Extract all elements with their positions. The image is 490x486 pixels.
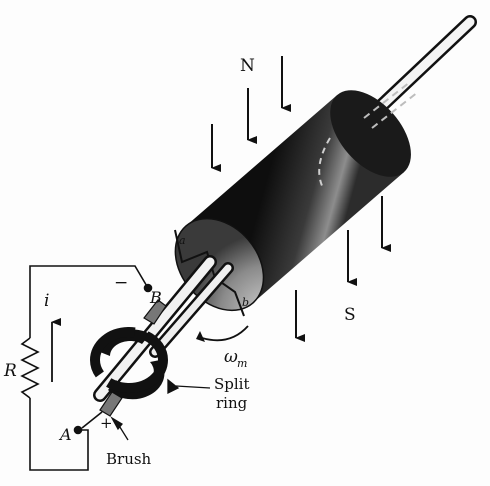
split-ring <box>90 327 168 400</box>
armature-cylinder <box>174 81 419 312</box>
coil-a-label: a <box>179 234 186 247</box>
split-label-line1: Split <box>214 375 250 393</box>
brush-label: Brush <box>106 450 152 468</box>
split-label-line2: ring <box>216 394 248 412</box>
split-ring-leader <box>175 385 211 389</box>
south-label: S <box>344 305 356 325</box>
omega-symbol: ω <box>224 347 238 367</box>
resistor <box>20 337 40 399</box>
omega-subscript: m <box>237 357 247 370</box>
coil-b-label: b <box>242 296 249 309</box>
leader-lines <box>110 378 211 441</box>
field-arrows <box>211 56 391 342</box>
north-label: N <box>240 56 255 76</box>
shaft-front <box>93 255 234 402</box>
minus-sign: − <box>114 273 128 293</box>
resistor-label: R <box>3 361 17 381</box>
current-label: i <box>44 291 49 311</box>
terminal-b-label: B <box>149 288 162 307</box>
circuit-wires <box>29 265 153 471</box>
brushes <box>99 299 167 417</box>
terminal-a-label: A <box>58 425 72 444</box>
rotation-arrow <box>196 325 249 342</box>
plus-sign: + <box>100 414 113 432</box>
